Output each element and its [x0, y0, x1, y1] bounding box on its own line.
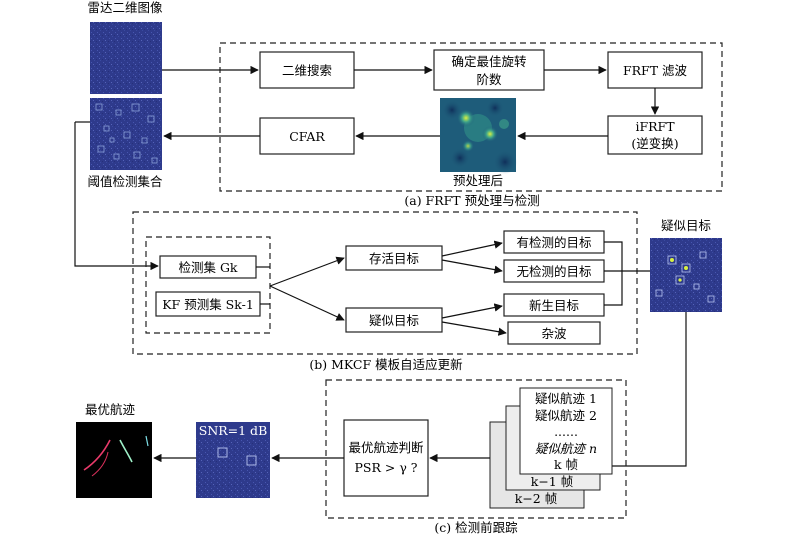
order-label-1: 确定最佳旋转: [451, 54, 526, 69]
suspect-label: 疑似目标: [369, 313, 419, 328]
section-c-frame: [325, 379, 627, 519]
alive-node: [345, 245, 443, 271]
undetected-label: 无检测的目标: [516, 264, 591, 279]
radar-image: [90, 22, 162, 94]
section-c: 最优航迹判断 PSR > γ ? 疑似航迹 1 疑似航迹 2 ...... 疑似…: [325, 379, 627, 535]
arrow-to-suspect: [269, 285, 345, 321]
track2-label: 疑似航迹 2: [535, 408, 597, 423]
snr-image: [196, 422, 270, 498]
best-tracks-caption: 最优航迹: [85, 402, 136, 417]
search-node: [259, 51, 355, 89]
section-a: 二维搜索 确定最佳旋转 阶数 FRFT 滤波 iFRFT (逆变换) CFAR …: [219, 42, 723, 208]
filter-node: [607, 51, 703, 89]
clutter-label: 杂波: [541, 326, 567, 341]
arrow-to-alive: [269, 256, 345, 287]
kf-set-label: KF 预测集 Sk-1: [162, 297, 254, 312]
frame-k2-label: k−2 帧: [515, 491, 557, 506]
section-a-frame: [219, 42, 723, 192]
arrow-alive-detected: [441, 240, 503, 257]
ifrft-node: [607, 115, 703, 155]
section-c-caption: (c) 检测前跟踪: [434, 520, 518, 535]
clutter-node: [507, 321, 601, 345]
suspect-image-caption: 疑似目标: [661, 218, 711, 233]
filter-label: FRFT 滤波: [623, 63, 688, 78]
snr-label: SNR=1 dB: [199, 423, 268, 438]
preprocessed-image: [440, 98, 517, 174]
judge-label-1: 最优航迹判断: [348, 440, 423, 455]
input-sets-frame: [145, 236, 271, 334]
suspect-node: [345, 307, 443, 333]
newborn-label: 新生目标: [529, 298, 579, 313]
section-b: 检测集 Gk KF 预测集 Sk-1 存活目标 疑似目标 有检测的目标 无检测的…: [132, 211, 650, 372]
dots-label: ......: [554, 424, 578, 439]
cfar-label: CFAR: [289, 129, 325, 144]
ifrft-label-1: iFRFT: [635, 119, 675, 134]
arrow-alive-undetected: [441, 259, 503, 274]
best-tracks-image: [76, 422, 152, 498]
kf-set-node: [155, 291, 261, 317]
section-a-caption: (a) FRFT 预处理与检测: [404, 193, 539, 208]
arrow-suspect-clutter: [441, 321, 507, 336]
frame-k1-label: k−1 帧: [531, 474, 573, 489]
judge-node: [343, 419, 429, 497]
order-node: [433, 49, 545, 91]
order-label-2: 阶数: [476, 72, 502, 87]
track1-label: 疑似航迹 1: [535, 391, 597, 406]
threshold-image: [90, 98, 162, 170]
arrow-suspect-newborn: [441, 303, 503, 319]
frame-k: [519, 387, 613, 475]
trackn-label: 疑似航迹 n: [535, 441, 597, 456]
search-label: 二维搜索: [282, 63, 332, 78]
detected-label: 有检测的目标: [516, 235, 591, 250]
judge-label-2: PSR > γ ?: [355, 460, 418, 475]
alive-label: 存活目标: [369, 251, 419, 266]
detect-set-label: 检测集 Gk: [178, 260, 237, 275]
arrow-threshold-detect: [74, 122, 159, 271]
section-b-caption: (b) MKCF 模板自适应更新: [309, 357, 462, 372]
section-b-frame: [132, 211, 638, 355]
suspect-image: [650, 238, 722, 312]
threshold-caption: 阈值检测集合: [87, 174, 163, 189]
bracket-merge: [604, 241, 623, 306]
radar-image-caption: 雷达二维图像: [87, 0, 163, 15]
ifrft-label-2: (逆变换): [631, 136, 678, 151]
frame-k-label: k 帧: [554, 457, 578, 472]
preprocessed-caption: 预处理后: [453, 173, 503, 188]
